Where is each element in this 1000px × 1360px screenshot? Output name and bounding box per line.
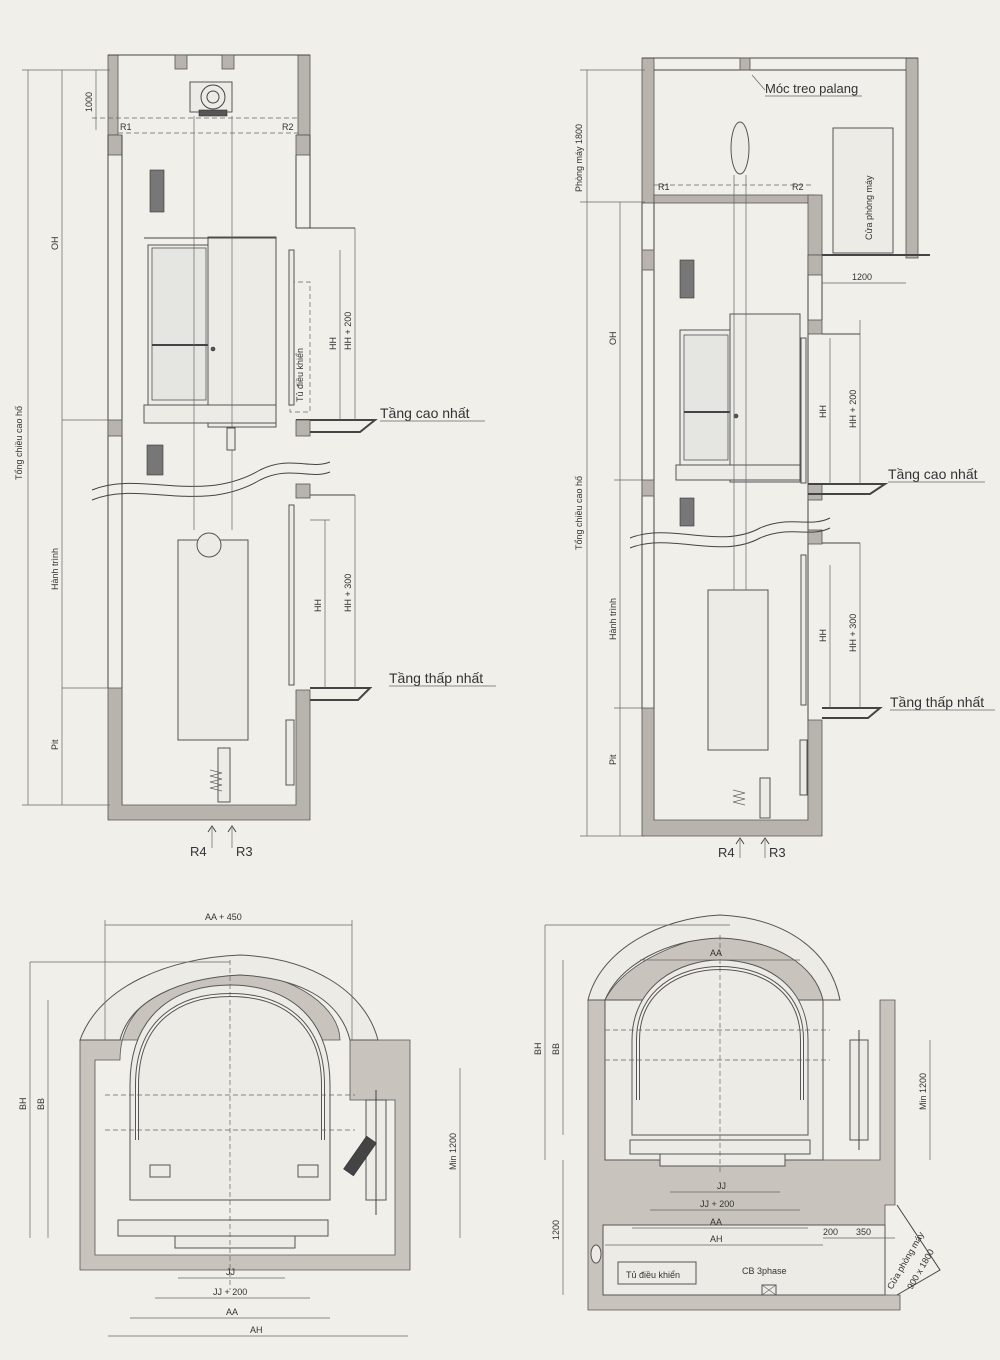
left-1000-label: 1000 <box>84 92 94 112</box>
right-plan-aa-top-label: AA <box>710 948 722 958</box>
left-counterweight-bottom <box>146 444 164 476</box>
right-hh1p-label: HH + 200 <box>848 390 858 428</box>
left-bottom-floor-label: Tầng thấp nhất <box>389 670 483 686</box>
hoist-hook-icon <box>739 57 751 71</box>
right-control-cabinet <box>617 1261 697 1285</box>
right-travel-label: Hành trình <box>608 598 618 640</box>
right-oh-label: OH <box>608 332 618 346</box>
right-pit-label: Pit <box>608 754 618 765</box>
fan-icon <box>590 1244 602 1264</box>
left-plan-jj-label: JJ <box>226 1267 235 1277</box>
left-headroom-wall-right <box>297 54 311 136</box>
left-pit <box>107 687 311 821</box>
right-1200-label: 1200 <box>852 272 872 282</box>
right-total-height-label: Tổng chiều cao hố <box>574 476 584 550</box>
left-hh2p-label: HH + 300 <box>343 574 353 612</box>
left-hh2-label: HH <box>313 599 323 612</box>
right-counterweight-top <box>679 259 695 299</box>
right-plan-jj200-label: JJ + 200 <box>700 1199 734 1209</box>
left-buffer-icon <box>209 747 231 803</box>
right-r2-label: R2 <box>792 182 804 192</box>
left-total-height-label: Tổng chiều cao hố <box>14 406 24 480</box>
right-plan-ah-label: AH <box>710 1234 723 1244</box>
left-plan-min1200-label: Min 1200 <box>448 1133 458 1170</box>
right-room-door-label: Cửa phòng máy <box>864 175 874 240</box>
right-plan-bh-label: BH <box>533 1042 543 1055</box>
right-hook-label: Móc treo palang <box>765 81 858 96</box>
left-hh1-label: HH <box>328 337 338 350</box>
right-room-height-label: Phòng máy 1800 <box>574 124 584 192</box>
left-plan-aa-label: AA <box>226 1307 238 1317</box>
left-r2-label: R2 <box>282 122 294 132</box>
left-r3-label: R3 <box>236 844 253 859</box>
right-r1-label: R1 <box>658 182 670 192</box>
left-counterweight-top <box>149 169 165 213</box>
left-elevator-car <box>143 236 277 428</box>
left-oh-label: OH <box>50 237 60 251</box>
right-hh2-label: HH <box>818 629 828 642</box>
left-r4-label: R4 <box>190 844 207 859</box>
left-counterweight-frame <box>177 539 249 741</box>
right-plan-control-label: Tủ điều khiển <box>626 1270 680 1280</box>
right-counterweight-frame <box>707 589 769 751</box>
right-bottom-floor-label: Tầng thấp nhất <box>890 694 984 710</box>
left-plan-bb-label: BB <box>36 1098 46 1110</box>
right-plan-350-label: 350 <box>856 1227 871 1237</box>
left-plan-counterweight-icon <box>343 1090 387 1215</box>
left-plan-ah-label: AH <box>250 1325 263 1335</box>
right-r3-label: R3 <box>769 845 786 860</box>
right-plan: Tủ điều khiển CB 3phase Cửa phòng máy 90… <box>533 914 941 1311</box>
right-counterweight-bottom <box>679 497 695 527</box>
left-hh1p-label: HH + 200 <box>343 312 353 350</box>
left-plan-jj200-label: JJ + 200 <box>213 1287 247 1297</box>
traction-machine-icon <box>189 81 233 117</box>
right-plan-jj-label: JJ <box>717 1181 726 1191</box>
right-pit <box>641 707 823 837</box>
left-r1-label: R1 <box>120 122 132 132</box>
right-plan-min1200-label: Min 1200 <box>918 1073 928 1110</box>
right-plan-200-label: 200 <box>823 1227 838 1237</box>
left-pulley-icon <box>196 532 222 558</box>
left-plan-bh-label: BH <box>18 1097 28 1110</box>
left-control-cabinet-label: Tủ điều khiển <box>295 348 305 402</box>
right-buffer-icon <box>732 777 771 819</box>
left-travel-label: Hành trình <box>50 548 60 590</box>
right-r4-label: R4 <box>718 845 735 860</box>
right-top-floor-label: Tầng cao nhất <box>888 466 978 482</box>
left-plan-aa450-label: AA + 450 <box>205 912 242 922</box>
right-elevator-car <box>675 313 801 483</box>
right-hh2p-label: HH + 300 <box>848 614 858 652</box>
right-plan-cb-label: CB 3phase <box>742 1266 787 1276</box>
right-machine-room-door <box>832 127 894 254</box>
right-plan-counterweight-icon <box>849 1030 869 1150</box>
left-pit-label: Pit <box>50 739 60 750</box>
left-headroom-wall-left <box>107 54 119 136</box>
right-traction-machine-icon <box>730 121 750 175</box>
right-plan-aa2-label: AA <box>710 1217 722 1227</box>
right-elevation: Cửa phòng máy Móc treo palang R1 R2 <box>574 57 995 860</box>
right-plan-1200-label: 1200 <box>551 1220 561 1240</box>
right-hh1-label: HH <box>818 405 828 418</box>
left-elevation: R1 R2 <box>14 54 496 859</box>
left-top-floor-label: Tầng cao nhất <box>380 405 470 421</box>
right-plan-bb-label: BB <box>551 1043 561 1055</box>
left-plan: AA + 450 BH BB Min 1200 JJ JJ + 200 AA A… <box>18 912 461 1337</box>
